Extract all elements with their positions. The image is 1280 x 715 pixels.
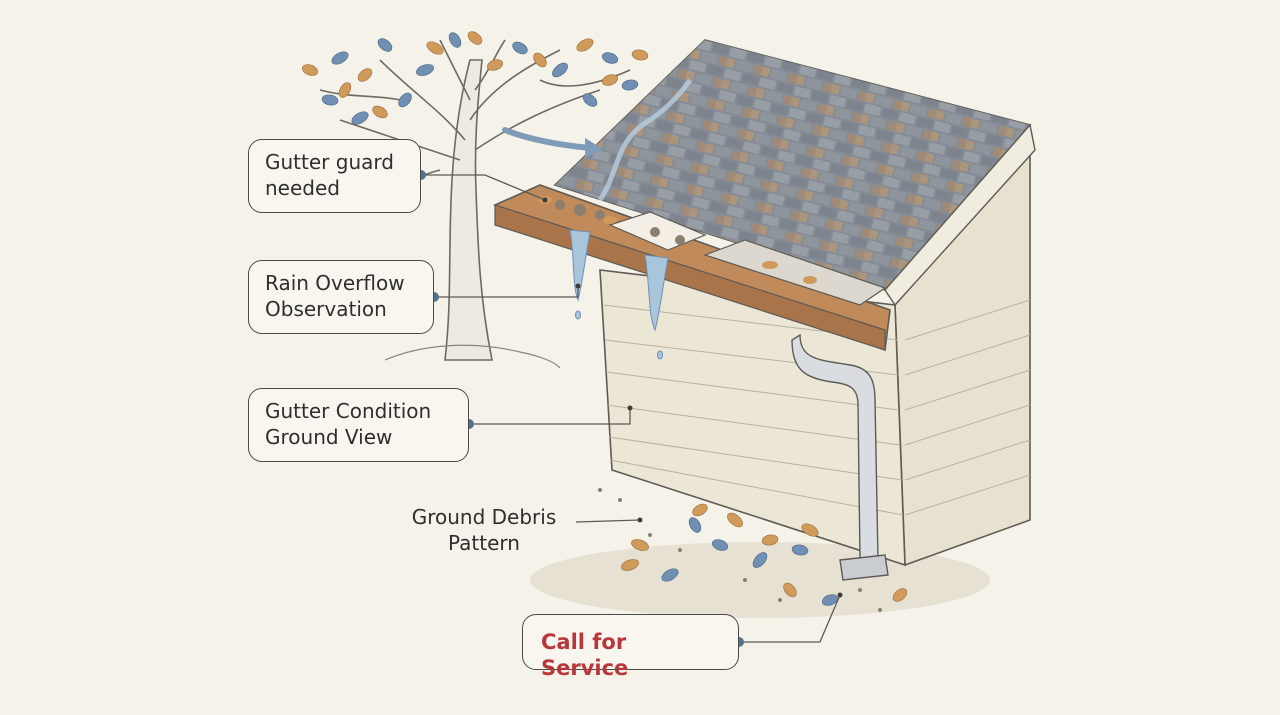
connector-lines	[421, 174, 841, 643]
gutter-guard-line2: needed	[265, 176, 340, 200]
gutter-condition-line2: Ground View	[265, 425, 393, 449]
ground-debris-label: Ground Debris Pattern	[396, 504, 572, 556]
gutter-condition-callout: Gutter Condition Ground View	[248, 388, 469, 462]
gutter-condition-line1: Gutter Condition	[265, 399, 432, 423]
rain-arrow-icon	[502, 78, 693, 202]
rain-overflow-callout: Rain Overflow Observation	[248, 260, 434, 334]
house-icon	[553, 39, 1036, 567]
rain-overflow-line1: Rain Overflow	[265, 271, 405, 295]
gutter-guard-callout: Gutter guard needed	[248, 139, 421, 213]
downspout-icon	[791, 333, 889, 581]
rain-overflow	[569, 229, 669, 360]
rain-overflow-line2: Observation	[265, 297, 387, 321]
call-for-service-button[interactable]: Call for Service	[522, 614, 739, 680]
call-for-service-label: Call for Service	[541, 630, 629, 680]
gutter	[492, 184, 891, 352]
ground-debris-line1: Ground Debris	[411, 505, 557, 529]
leaf-icon	[598, 488, 908, 612]
gutter-guard-line1: Gutter guard	[265, 150, 394, 174]
ground-debris-line2: Pattern	[448, 531, 520, 555]
